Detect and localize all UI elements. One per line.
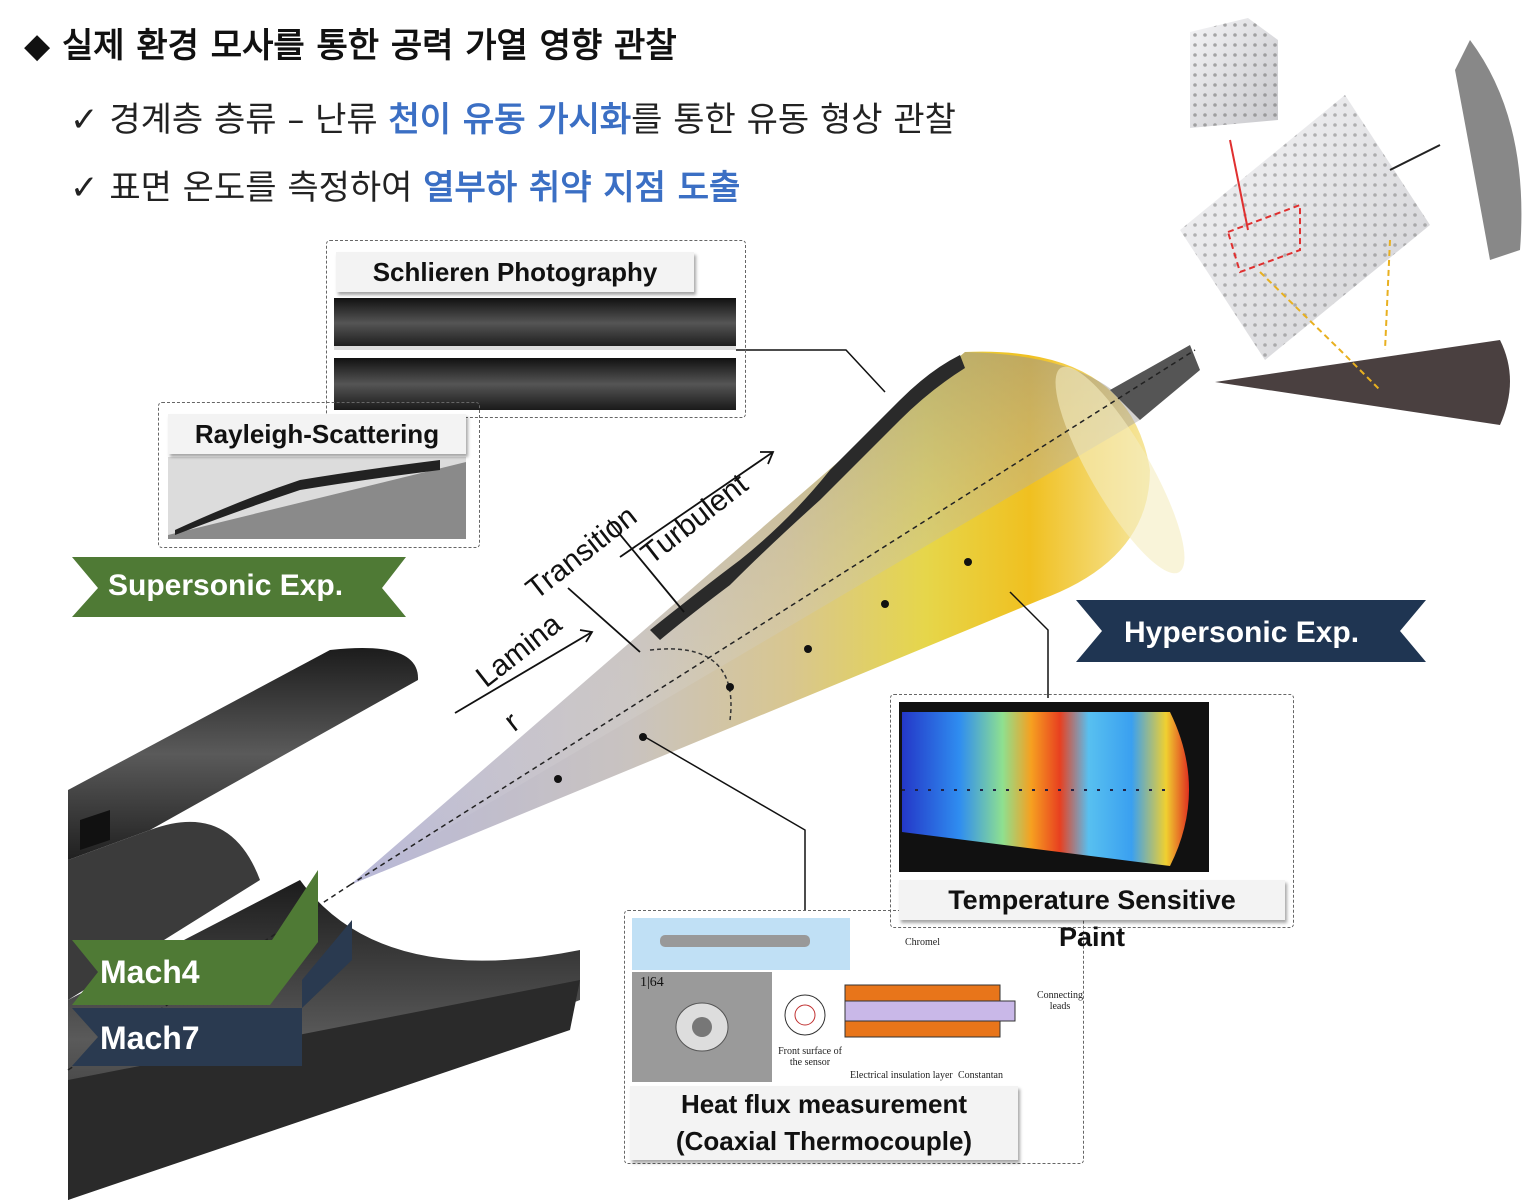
schlieren-caption: Schlieren Photography [336, 252, 694, 292]
bullet-1: ✓ 경계층 층류 – 난류 천이 유동 가시화를 통한 유동 형상 관찰 [70, 92, 956, 141]
connector-lines [644, 349, 1049, 910]
hypersonic-label: Hypersonic Exp. [1124, 616, 1360, 649]
check-icon: ✓ [70, 100, 99, 140]
page-title: ◆ 실제 환경 모사를 통한 공력 가열 영향 관찰 [24, 18, 677, 67]
wind-tunnel-nozzle [68, 648, 580, 1200]
banners [72, 557, 1426, 1066]
supersonic-banner [72, 557, 406, 617]
insulation-label: Electrical insulation layer [850, 1070, 953, 1081]
heatflux-caption-line1: Heat flux measurement [680, 1089, 968, 1119]
check-icon: ✓ [70, 168, 99, 208]
flow-region-lines [454, 451, 775, 714]
mach7-banner [72, 920, 352, 1066]
ruler-label: 1|64 [640, 975, 664, 990]
mach4-label: Mach4 [100, 954, 200, 990]
schlieren-images [334, 298, 736, 410]
front-surface-label: Front surface of the sensor [778, 1046, 842, 1068]
chromel-label: Chromel [905, 937, 940, 948]
rayleigh-panel [158, 402, 480, 548]
grid-panel-renders [1180, 18, 1522, 425]
supersonic-label: Supersonic Exp. [108, 569, 344, 602]
title-text: 실제 환경 모사를 통한 공력 가열 영향 관찰 [62, 26, 677, 66]
bullet-2-highlight: 열부하 취약 지점 도출 [423, 168, 741, 208]
bullet-1-pre: 경계층 층류 – 난류 [109, 100, 389, 140]
heatflux-images [632, 918, 1016, 1082]
tsp-caption-line1: Temperature Sensitive [899, 880, 1285, 920]
schlieren-panel [326, 240, 746, 418]
hypersonic-banner [1076, 600, 1426, 662]
rayleigh-image [168, 457, 466, 539]
heatflux-caption: Heat flux measurement (Coaxial Thermocou… [630, 1086, 1018, 1160]
heatflux-panel [624, 910, 1084, 1164]
mach7-label: Mach7 [100, 1020, 200, 1056]
tsp-panel [890, 694, 1294, 928]
connecting-leads-label: Connecting leads [1036, 990, 1084, 1012]
cone-model [67, 345, 1200, 1071]
bullet-2-pre: 표면 온도를 측정하여 [109, 168, 424, 208]
bullet-1-post: 를 통한 유동 형상 관찰 [631, 100, 956, 140]
constantan-label: Constantan [958, 1070, 1003, 1081]
tsp-image [899, 702, 1209, 872]
mach4-banner [72, 870, 318, 1005]
diamond-icon: ◆ [24, 26, 51, 66]
heatflux-caption-line2: (Coaxial Thermocouple) [675, 1126, 973, 1156]
tsp-caption-line2: Paint [1058, 922, 1125, 952]
bullet-1-highlight: 천이 유동 가시화 [388, 100, 632, 140]
bullet-2: ✓ 표면 온도를 측정하여 열부하 취약 지점 도출 [70, 160, 740, 209]
rayleigh-caption: Rayleigh-Scattering [168, 414, 466, 454]
